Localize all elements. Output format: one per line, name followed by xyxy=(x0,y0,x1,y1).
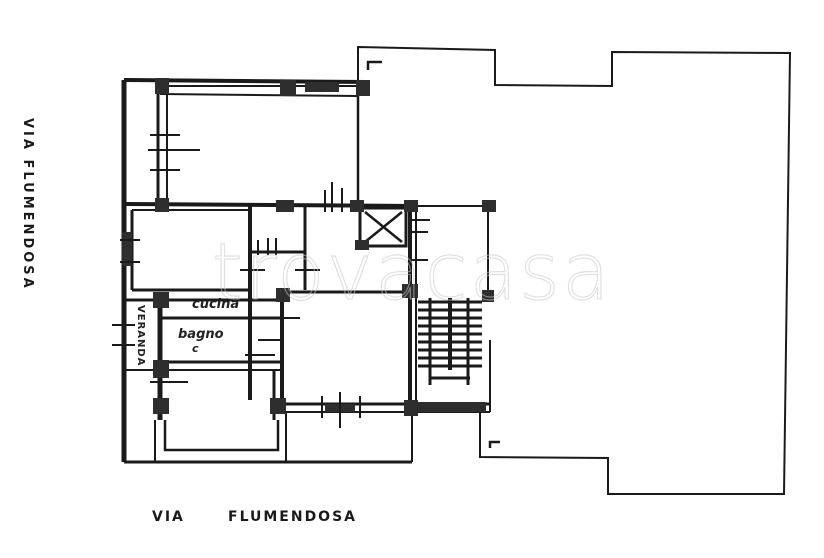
terrace-outline xyxy=(357,45,792,495)
room-label-cucina: cucina xyxy=(192,297,240,312)
room-label-bagno-suffix: c xyxy=(192,342,199,355)
door-window-ticks xyxy=(112,134,430,428)
street-label-left: VIA FLUMENDOSA xyxy=(20,118,35,291)
wall-piers xyxy=(122,78,496,416)
room-label-veranda: VERANDA xyxy=(135,305,146,367)
stair-flight xyxy=(418,298,491,412)
street-label-bottom-via: VIA xyxy=(152,509,185,525)
room-label-bagno: bagno xyxy=(178,327,224,342)
street-label-bottom-name: FLUMENDOSA xyxy=(228,509,358,525)
